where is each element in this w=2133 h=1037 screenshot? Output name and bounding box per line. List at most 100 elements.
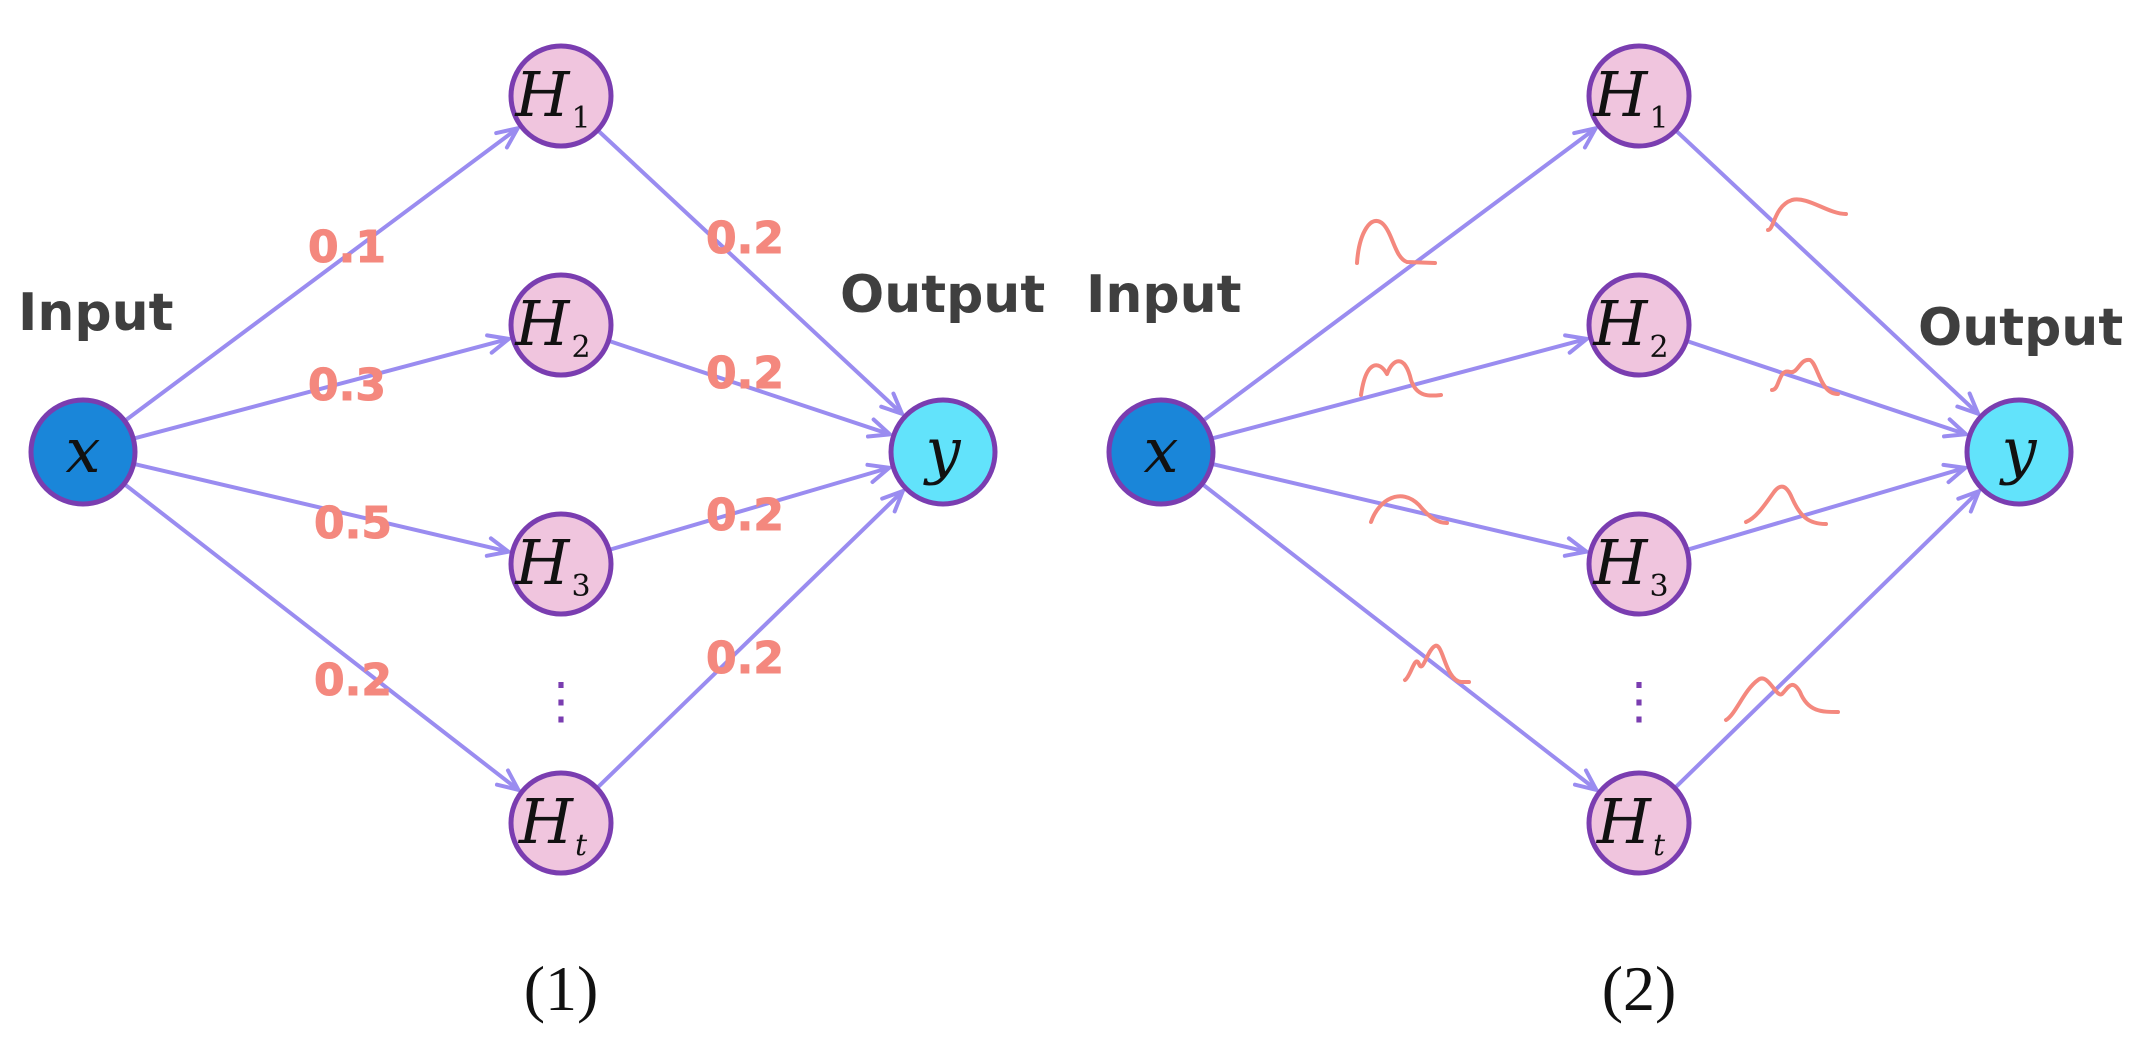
hidden-node-h3-label-sub: 3 [571, 569, 590, 604]
output-node [1964, 397, 2074, 507]
hidden-node-h1-label-main: H [514, 58, 571, 131]
edge-input-to-h2-line [128, 336, 510, 442]
weight-input-h3: 0.5 [314, 498, 392, 549]
edge-input-to-h1-arrowhead [1572, 125, 1600, 150]
hidden-node-h2-label: H2 [1592, 287, 1668, 365]
edge-input-to-h4-arrowhead [1572, 768, 1601, 793]
distribution-curve-input-h2 [1359, 359, 1443, 398]
edge-input-to-h1-arrowhead [494, 125, 522, 150]
edge-h2-to-output-arrowhead [865, 417, 895, 439]
hidden-node-h2-label: H2 [514, 287, 590, 365]
edge-h1-to-output-arrowhead [1955, 391, 1982, 418]
input-label: Input [18, 283, 173, 343]
hidden-node-h2 [508, 272, 614, 378]
edge-input-to-h4-arrowhead [494, 768, 523, 793]
input-node [28, 397, 138, 507]
output-node-label: y [1998, 414, 2037, 487]
hidden-node-h4-label-main: H [518, 785, 575, 858]
input-node-label: x [66, 414, 101, 487]
hidden-node-h4-label: Ht [1596, 785, 1666, 863]
edge-h2-to-output-line [605, 338, 891, 437]
output-node [888, 397, 998, 507]
weight-h2-output: 0.2 [706, 348, 784, 399]
edge-h4-to-output-arrowhead [1956, 487, 1983, 514]
input-node-label-main: x [1144, 414, 1179, 487]
hidden-node-h3-label-main: H [1592, 526, 1649, 599]
edge-input-to-h1 [1198, 125, 1600, 425]
hidden-node-h3-label-main: H [514, 526, 571, 599]
edge-input-to-h1-line [1198, 126, 1597, 425]
input-node [1106, 397, 1216, 507]
edge-input-to-h3-line [1207, 461, 1587, 554]
hidden-node-h2-label-main: H [1592, 287, 1649, 360]
edge-h2-to-output [605, 338, 895, 439]
edge-h1-to-output-arrowhead [879, 391, 906, 418]
weight-h4-output: 0.2 [706, 633, 784, 684]
hidden-node-h4 [508, 770, 614, 876]
edge-h1-to-output-line [594, 127, 904, 416]
edge-input-to-h3-arrowhead [484, 536, 514, 558]
edge-h2-to-output-arrowhead [1941, 417, 1971, 439]
edge-h3-to-output [606, 462, 894, 553]
ellipsis: ⋮ [536, 672, 586, 730]
hidden-node-h2-label-main: H [514, 287, 571, 360]
edge-h4-to-output [1671, 487, 1983, 791]
hidden-node-h4-label-main: H [1596, 785, 1653, 858]
edge-input-to-h2-line [1206, 336, 1588, 442]
edge-h3-to-output-line [606, 465, 890, 553]
edge-input-to-h3 [1207, 461, 1592, 558]
hidden-node-h3 [1586, 511, 1692, 617]
edge-input-to-h4-line [119, 479, 520, 792]
output-label: Output [1918, 298, 2123, 358]
edge-input-to-h3-arrowhead [1562, 536, 1592, 558]
output-node-label-main: y [922, 414, 961, 487]
hidden-node-h1-label-sub: 1 [1649, 101, 1668, 136]
edge-h1-to-output [1672, 127, 1982, 418]
hidden-node-h4-label-sub: t [575, 828, 588, 863]
input-node-label: x [1144, 414, 1179, 487]
output-node-label-main: y [1998, 414, 2037, 487]
ellipsis: ⋮ [1614, 672, 1664, 730]
hidden-node-h3-label: H3 [514, 526, 590, 604]
weight-h3-output: 0.2 [706, 490, 784, 541]
panel-caption: (2) [1602, 953, 1677, 1024]
edge-h1-to-output [594, 127, 906, 418]
hidden-node-h2-label-sub: 2 [1649, 330, 1668, 365]
edge-input-to-h2 [128, 333, 514, 442]
hidden-node-h4-label: Ht [518, 785, 588, 863]
edge-input-to-h3-line [129, 461, 509, 554]
panel-caption: (1) [524, 953, 599, 1024]
edge-h3-to-output-arrowhead [1941, 462, 1970, 485]
edge-input-to-h4 [1197, 479, 1601, 793]
hidden-node-h4 [1586, 770, 1692, 876]
hidden-node-h4-label-sub: t [1653, 828, 1666, 863]
edge-input-to-h3 [129, 461, 514, 558]
output-label: Output [840, 265, 1045, 325]
output-node-label: y [922, 414, 961, 487]
edge-h4-to-output-line [1671, 489, 1981, 791]
weight-input-h2: 0.3 [308, 360, 386, 411]
edge-input-to-h4-line [1197, 479, 1598, 792]
hidden-node-h1-label: H1 [1592, 58, 1668, 136]
hidden-node-h1-label-main: H [1592, 58, 1649, 131]
edge-h3-to-output [1684, 462, 1970, 553]
edge-input-to-h4 [119, 479, 523, 793]
hidden-node-h1 [1586, 43, 1692, 149]
edge-input-to-h2 [1206, 333, 1592, 442]
edge-h3-to-output-arrowhead [865, 462, 894, 485]
hidden-node-h2-label-sub: 2 [571, 330, 590, 365]
hidden-node-h1-label: H1 [514, 58, 590, 136]
edge-input-to-h2-arrowhead [1563, 333, 1592, 355]
weight-h1-output: 0.2 [706, 213, 784, 264]
weight-input-h1: 0.1 [308, 222, 386, 273]
input-label: Input [1086, 265, 1241, 325]
hidden-node-h3-label-sub: 3 [1649, 569, 1668, 604]
hidden-node-h3 [508, 511, 614, 617]
hidden-node-h1 [508, 43, 614, 149]
weight-input-h4: 0.2 [314, 655, 392, 706]
edge-h4-to-output [594, 487, 907, 791]
hidden-node-h3-label: H3 [1592, 526, 1668, 604]
